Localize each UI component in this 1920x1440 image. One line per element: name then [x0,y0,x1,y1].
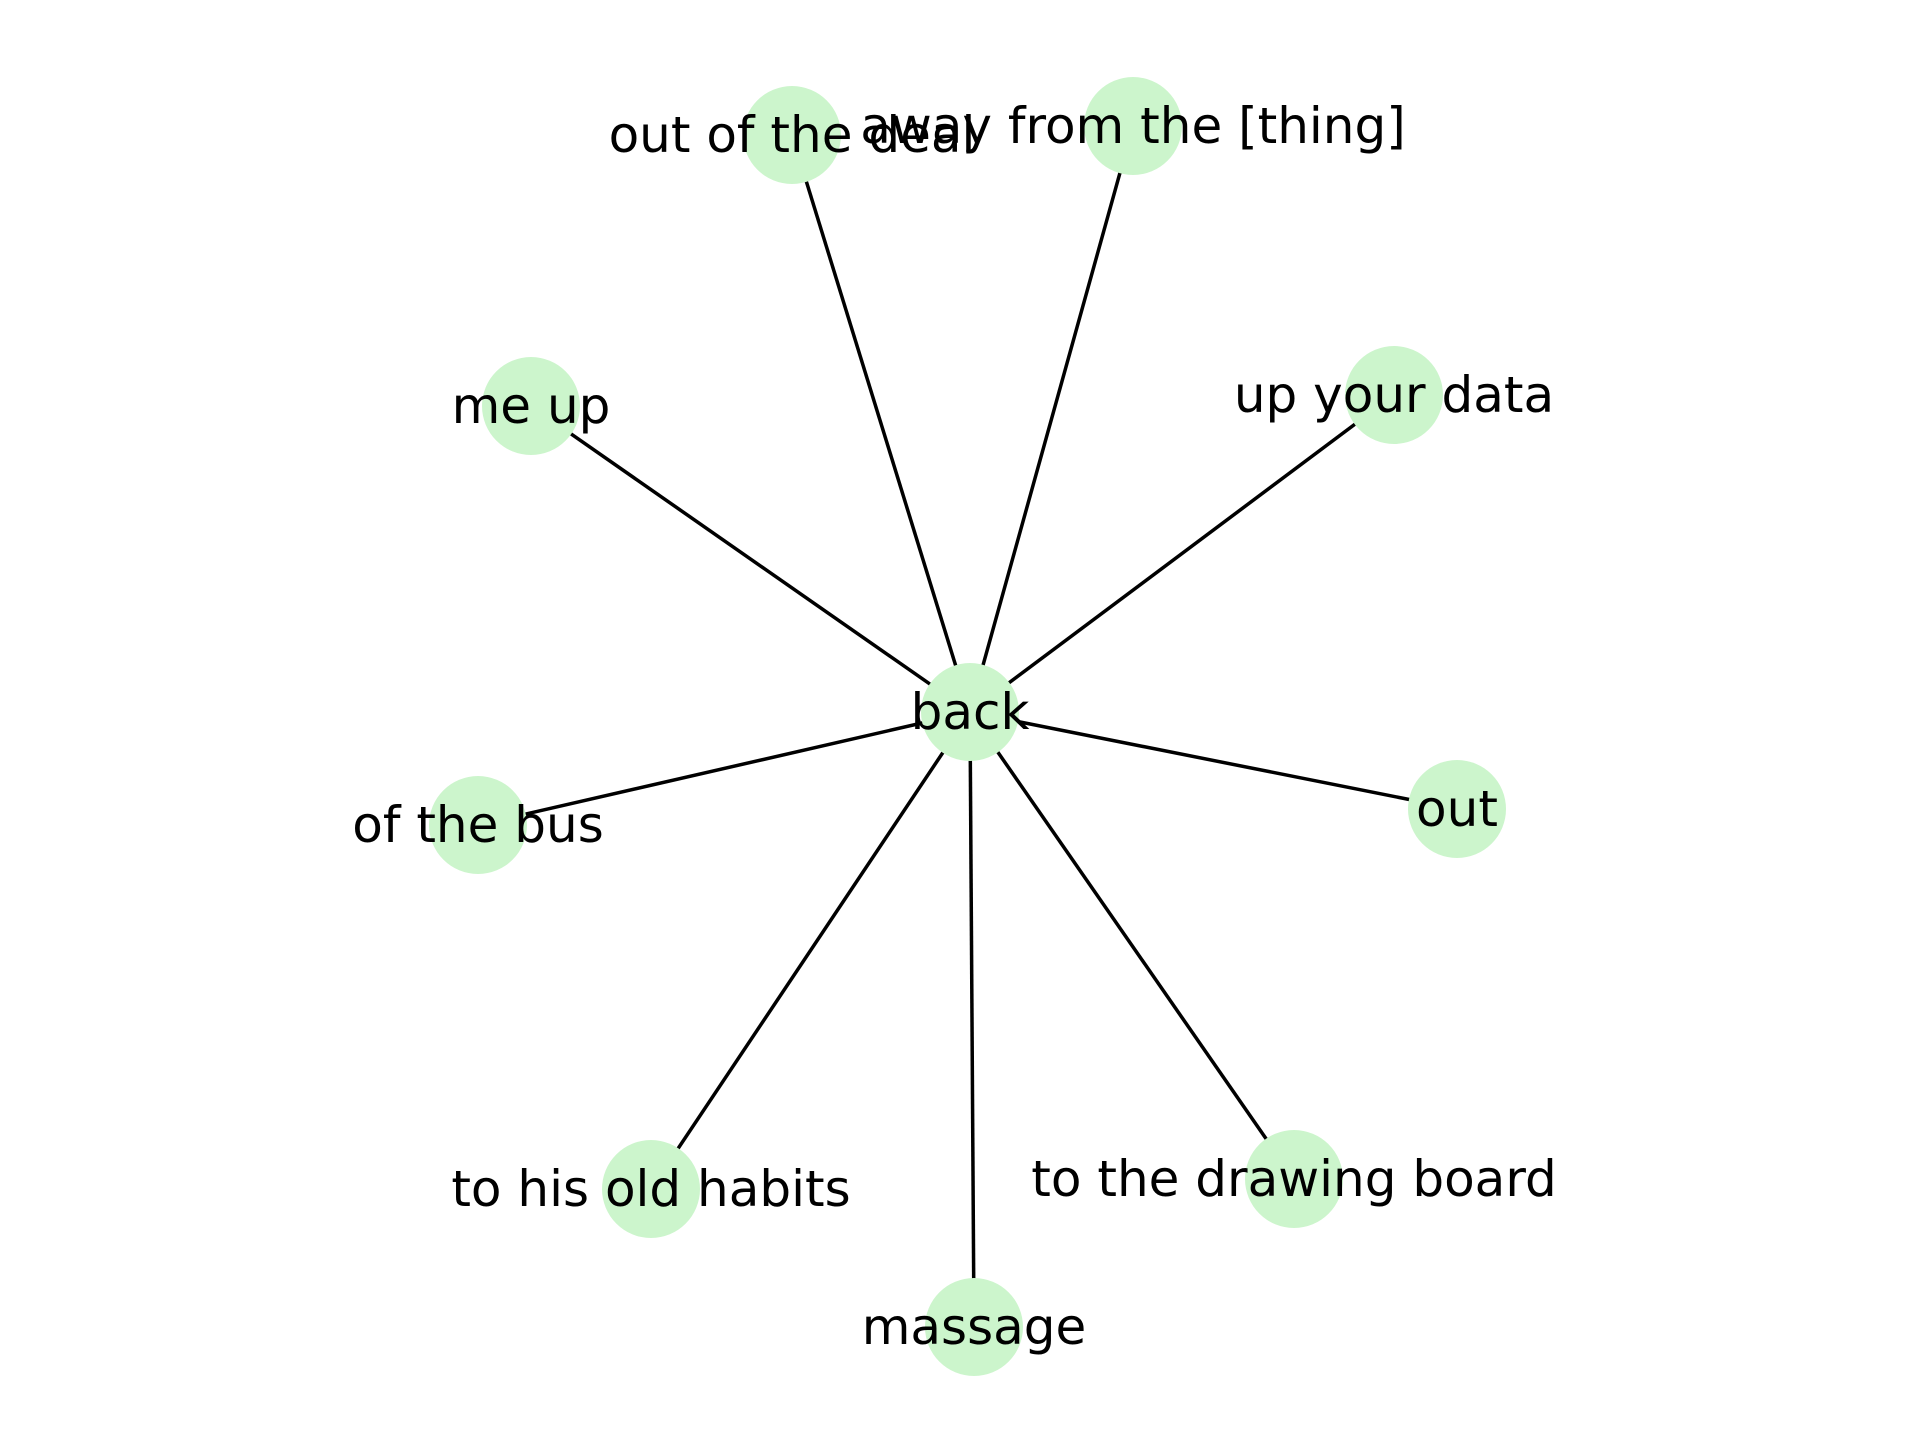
node-circle [429,776,527,874]
node-back [921,663,1019,761]
edge-back-massage [968,711,976,1328]
node-circle [1408,760,1506,858]
node-label-out-of-the-deal: out of the deal [609,106,976,164]
node-to-the-drawing-board [1245,1130,1343,1228]
node-circle [921,663,1019,761]
node-label-back: back [911,683,1030,741]
node-label-to-the-drawing-board: to the drawing board [1031,1150,1556,1208]
node-out [1408,760,1506,858]
node-label-up-your-data: up your data [1234,366,1554,424]
node-circle [743,86,841,184]
node-label-to-his-old-habits: to his old habits [451,1160,850,1218]
node-up-your-data [1345,346,1443,444]
node-away-from-the-thing [1084,77,1182,175]
node-label-massage: massage [862,1298,1087,1356]
edge-back-up_your_data [968,393,1396,714]
node-circle [1245,1130,1343,1228]
node-to-his-old-habits [602,1140,700,1238]
edge-back-to_his_old_habits [649,711,972,1190]
node-label-out: out [1416,780,1498,838]
node-circle [925,1278,1023,1376]
node-circle [482,357,580,455]
edge-back-of_the_bus [477,710,971,827]
node-out-of-the-deal [743,86,841,184]
node-of-the-bus [429,776,527,874]
edge-back-out [969,710,1458,811]
node-me-up [482,357,580,455]
node-label-of-the-bus: of the bus [352,796,604,854]
edge-back-to_the_drawing_board [968,711,1296,1180]
graph-edges [477,125,1458,1328]
edge-back-away_from_the_thing [968,125,1135,713]
node-circle [1345,346,1443,444]
node-label-away-from-the-thing: away from the [thing] [860,97,1405,155]
node-massage [925,1278,1023,1376]
node-circle [602,1140,700,1238]
edge-back-me_up [529,404,972,714]
node-label-me-up: me up [452,377,611,435]
edge-back-out_of_the_deal [790,134,972,713]
node-circle [1084,77,1182,175]
